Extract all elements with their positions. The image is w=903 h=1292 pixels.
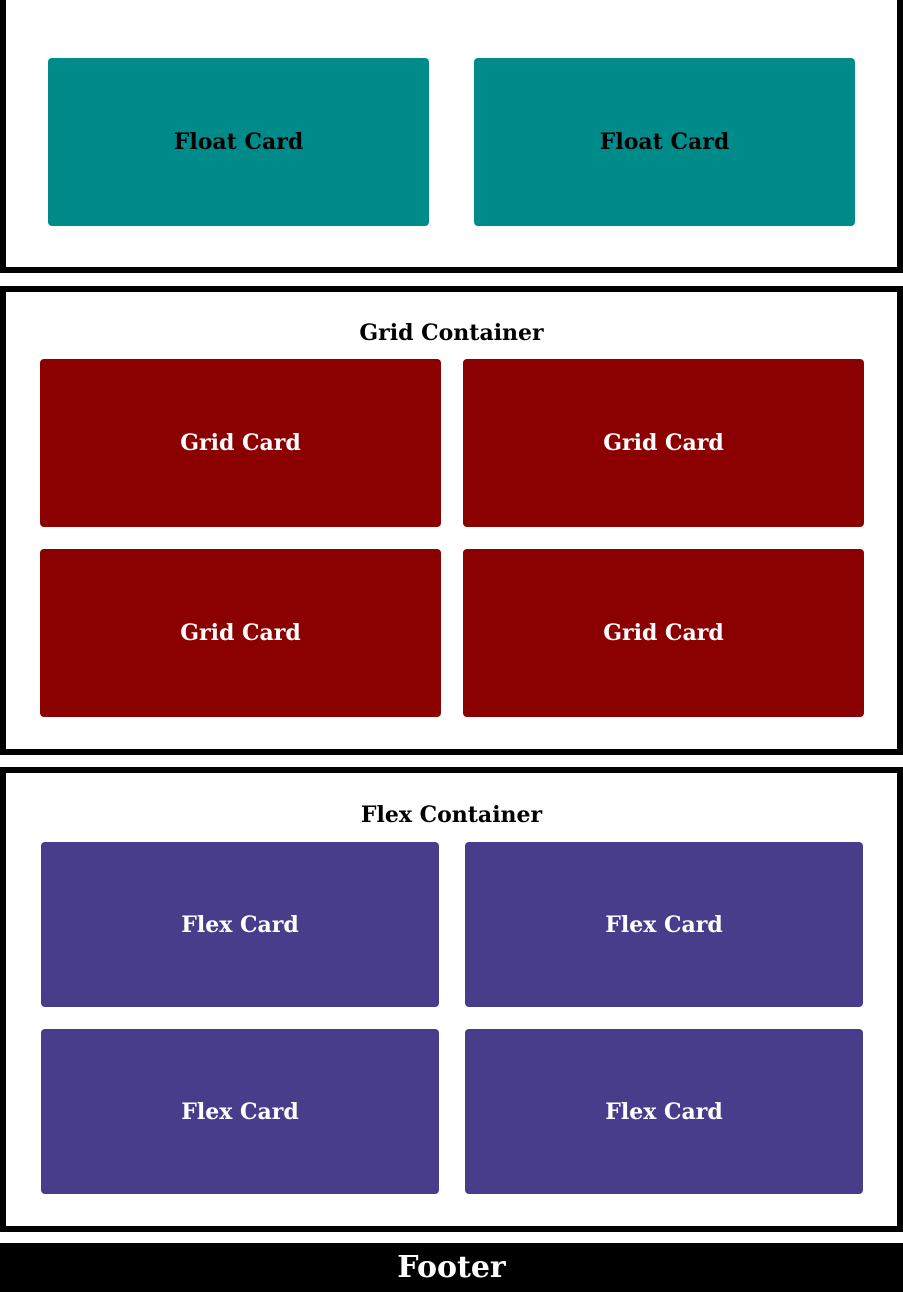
- footer-text: Footer: [397, 1250, 506, 1285]
- flex-card-label: Flex Card: [181, 1098, 299, 1125]
- grid-card: Grid Card: [463, 549, 864, 717]
- flex-container-title: Flex Container: [360, 802, 543, 828]
- float-card: Float Card: [48, 58, 429, 226]
- flex-card-label: Flex Card: [605, 1098, 723, 1125]
- footer: Footer: [0, 1243, 903, 1292]
- flex-card: Flex Card: [465, 842, 863, 1007]
- flex-card-label: Flex Card: [181, 911, 299, 938]
- flex-card: Flex Card: [465, 1029, 863, 1194]
- float-container: Float Card Float Card: [0, 0, 903, 273]
- grid-card: Grid Card: [40, 549, 441, 717]
- grid-card-label: Grid Card: [603, 620, 724, 646]
- float-card-label: Float Card: [173, 129, 304, 155]
- grid-container: Grid Container Grid Card Grid Card Grid …: [0, 286, 903, 755]
- grid-card: Grid Card: [40, 359, 441, 527]
- grid-card-label: Grid Card: [180, 620, 301, 646]
- flex-container: Flex Container Flex Card Flex Card Flex …: [0, 767, 903, 1232]
- flex-card-label: Flex Card: [605, 911, 723, 938]
- grid-card: Grid Card: [463, 359, 864, 527]
- grid-card-label: Grid Card: [180, 430, 301, 456]
- grid-container-title: Grid Container: [359, 320, 544, 346]
- grid-card-label: Grid Card: [603, 430, 724, 456]
- float-card: Float Card: [474, 58, 855, 226]
- flex-card: Flex Card: [41, 842, 439, 1007]
- flex-card: Flex Card: [41, 1029, 439, 1194]
- float-card-label: Float Card: [599, 129, 730, 155]
